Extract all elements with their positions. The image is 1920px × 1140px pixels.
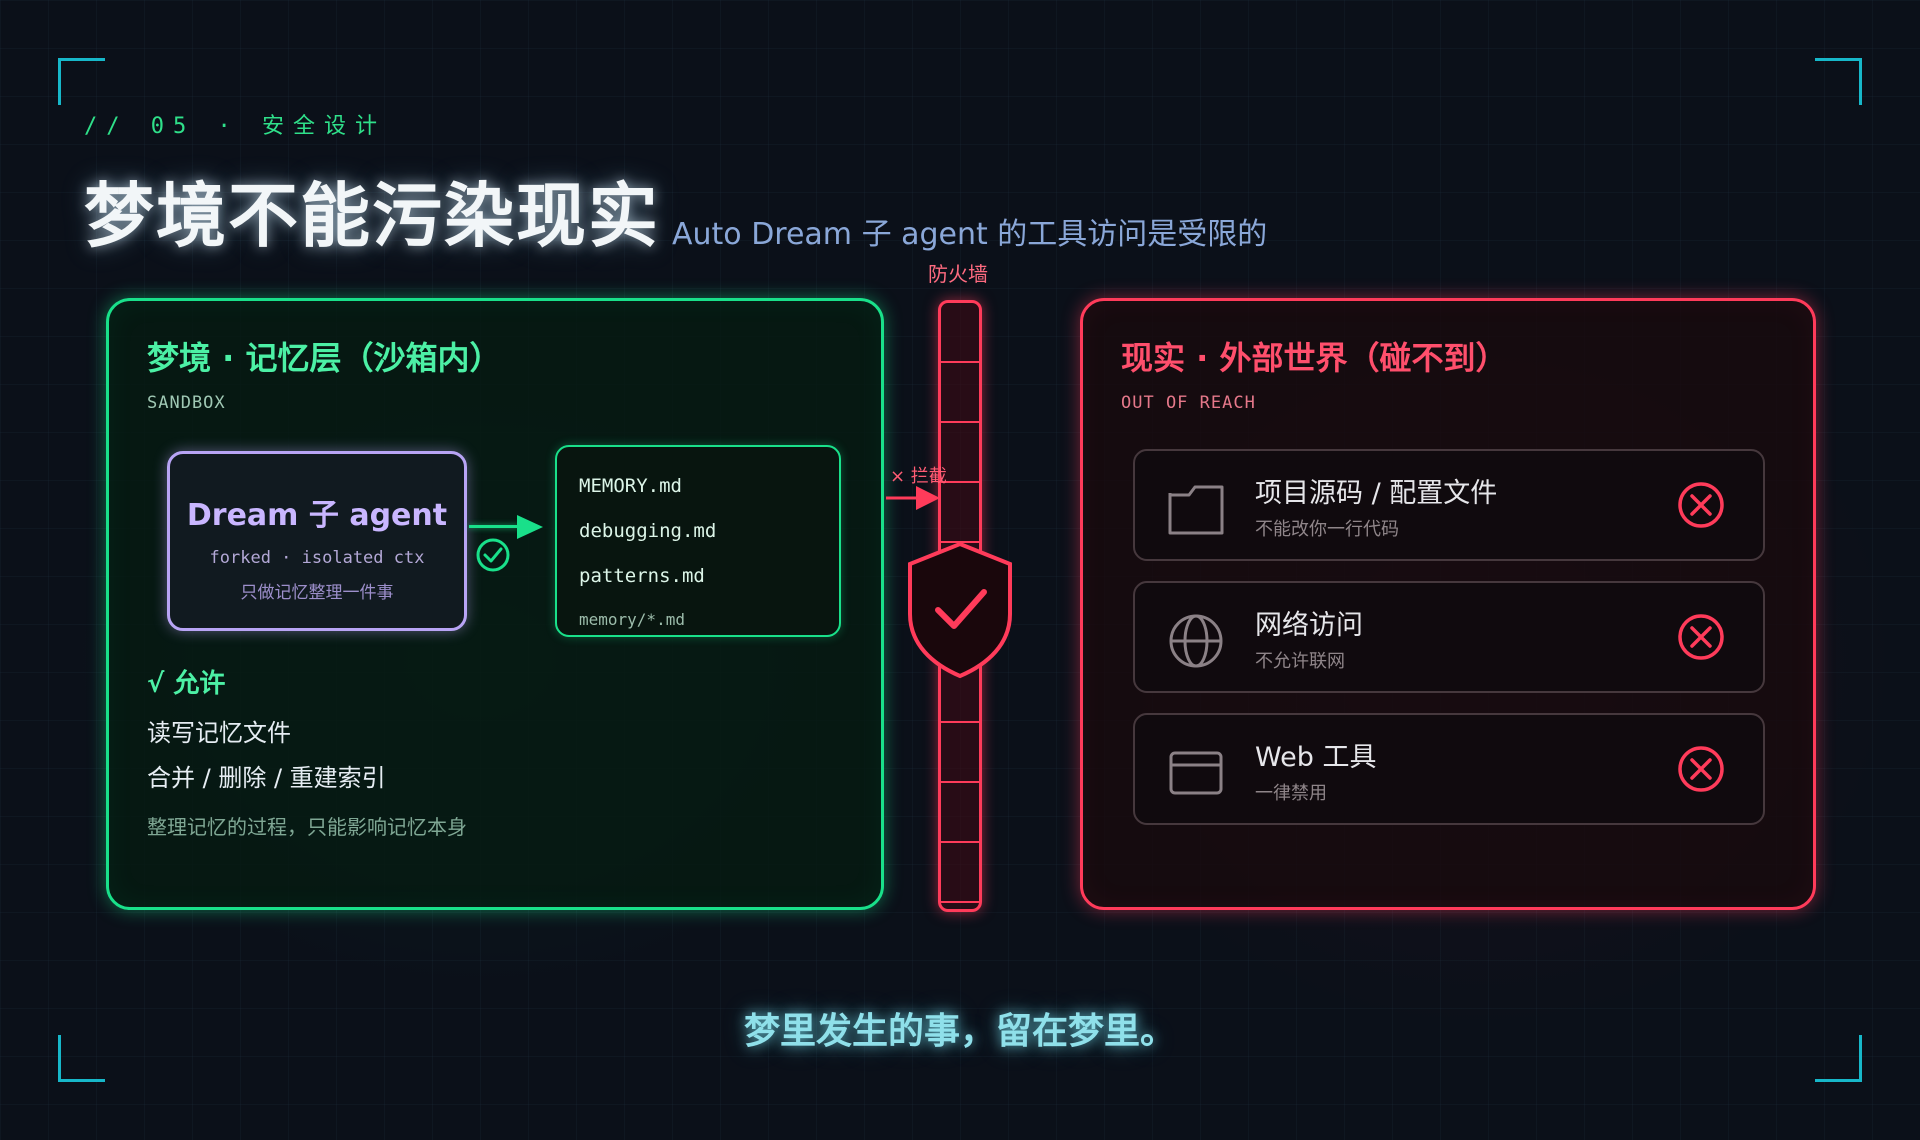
footer-tagline: 梦里发生的事，留在梦里。: [743, 1011, 1176, 1052]
dream-agent-card: Dream 子 agent forked · isolated ctx 只做记忆…: [167, 451, 467, 631]
blocked-item-network: 网络访问 不允许联网: [1133, 581, 1765, 693]
title-row: 梦境不能污染现实 Auto Dream 子 agent 的工具访问是受限的: [84, 160, 1267, 261]
globe-icon: [1169, 614, 1223, 668]
corner-bracket-bottom-right: [1815, 1035, 1862, 1082]
sandbox-panel-title: 梦境 · 记忆层（沙箱内）: [147, 339, 502, 377]
blocked-arrow-icon: [886, 486, 940, 510]
page-title: 梦境不能污染现实: [84, 175, 660, 257]
check-circle-icon: [476, 538, 510, 572]
agent-name: Dream 子 agent: [186, 498, 448, 533]
allow-item: 读写记忆文件: [147, 719, 291, 747]
outside-panel: 现实 · 外部世界（碰不到） OUT OF REACH 项目源码 / 配置文件 …: [1080, 298, 1816, 910]
blocked-item-source: 项目源码 / 配置文件 不能改你一行代码: [1133, 449, 1765, 561]
allow-item: 合并 / 删除 / 重建索引: [147, 764, 386, 792]
denied-x-icon: [1678, 482, 1724, 528]
corner-bracket-bottom-left: [58, 1035, 105, 1082]
blocked-item-desc: 不允许联网: [1255, 651, 1345, 672]
blocked-item-desc: 一律禁用: [1255, 783, 1327, 804]
agent-meta: forked · isolated ctx: [209, 548, 425, 568]
blocked-item-name: 项目源码 / 配置文件: [1255, 478, 1498, 509]
page-subtitle: Auto Dream 子 agent 的工具访问是受限的: [672, 217, 1268, 252]
memory-file: MEMORY.md: [579, 475, 682, 497]
corner-bracket-top-right: [1815, 58, 1862, 105]
blocked-item-name: Web 工具: [1255, 742, 1377, 773]
firewall-label: 防火墙: [928, 262, 988, 286]
access-arrow-head: [517, 515, 543, 539]
memory-file: debugging.md: [579, 520, 717, 542]
memory-files-glob: memory/*.md: [579, 610, 685, 629]
shield-check-icon: [908, 541, 1012, 679]
access-arrow-line: [469, 525, 519, 528]
section-tag: // 05 · 安全设计: [84, 114, 386, 139]
blocked-item-desc: 不能改你一行代码: [1255, 519, 1399, 540]
memory-files-box: MEMORY.md debugging.md patterns.md memor…: [555, 445, 841, 637]
corner-bracket-top-left: [58, 58, 105, 105]
blocked-item-web-tools: Web 工具 一律禁用: [1133, 713, 1765, 825]
denied-x-icon: [1678, 746, 1724, 792]
folder-icon: [1168, 485, 1224, 535]
block-label: × 拦截: [890, 466, 947, 487]
outside-panel-subtitle: OUT OF REACH: [1121, 393, 1256, 413]
agent-description: 只做记忆整理一件事: [240, 583, 394, 603]
allow-note: 整理记忆的过程，只能影响记忆本身: [147, 815, 467, 839]
denied-x-icon: [1678, 614, 1724, 660]
browser-window-icon: [1169, 751, 1223, 795]
sandbox-panel-subtitle: SANDBOX: [147, 393, 226, 413]
blocked-item-name: 网络访问: [1255, 610, 1363, 641]
sandbox-panel: 梦境 · 记忆层（沙箱内） SANDBOX Dream 子 agent fork…: [106, 298, 884, 910]
allow-title: √ 允许: [147, 669, 226, 699]
memory-file: patterns.md: [579, 565, 705, 587]
outside-panel-title: 现实 · 外部世界（碰不到）: [1121, 339, 1508, 377]
